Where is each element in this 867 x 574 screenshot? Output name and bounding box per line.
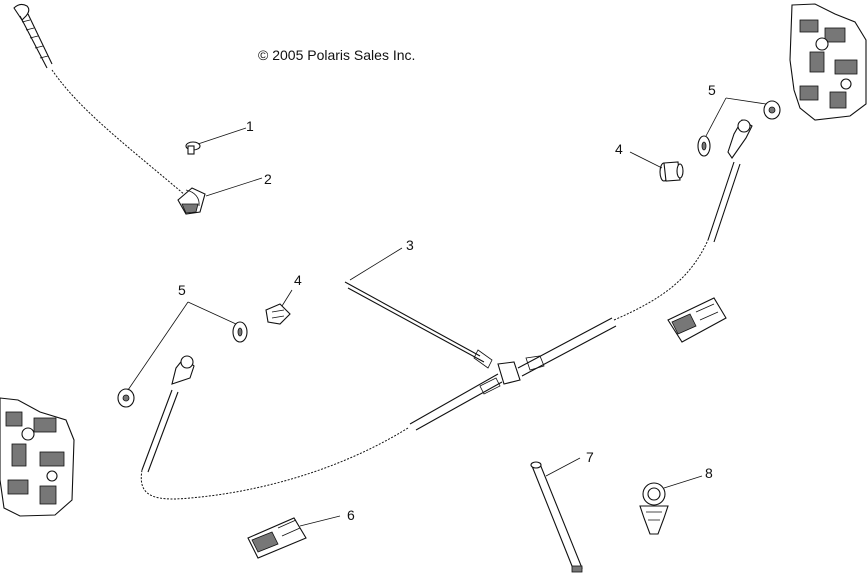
callout-labels: 1 2 3 4 4 5 5 6 7 8 (178, 82, 716, 523)
callout-4-left: 4 (294, 272, 302, 288)
part-3-brake-line (140, 119, 753, 500)
callout-3: 3 (406, 237, 414, 253)
line-clamp-right (667, 297, 727, 343)
callout-4-right: 4 (615, 141, 623, 157)
part-4-bolt-right (659, 161, 684, 182)
callout-2: 2 (264, 171, 272, 187)
part-5-washers-right (697, 100, 781, 157)
callout-5-right: 5 (708, 82, 716, 98)
top-left-brake-line (13, 3, 186, 196)
part-7-rod (530, 461, 583, 573)
callout-6: 6 (347, 507, 355, 523)
right-caliper (789, 3, 867, 121)
left-caliper (0, 397, 75, 517)
callout-5-left: 5 (178, 282, 186, 298)
part-4-bolt-left (265, 303, 291, 325)
callout-7: 7 (586, 449, 594, 465)
part-8-push-clip (639, 482, 669, 535)
part-1-bolt (185, 141, 201, 155)
callout-1: 1 (246, 118, 254, 134)
callout-8: 8 (705, 465, 713, 481)
part-6-clamp (247, 517, 307, 559)
part-2-clip (177, 187, 206, 215)
copyright-text: © 2005 Polaris Sales Inc. (258, 47, 416, 63)
leader-lines (127, 97, 767, 527)
part-5-washers-left (117, 321, 248, 408)
